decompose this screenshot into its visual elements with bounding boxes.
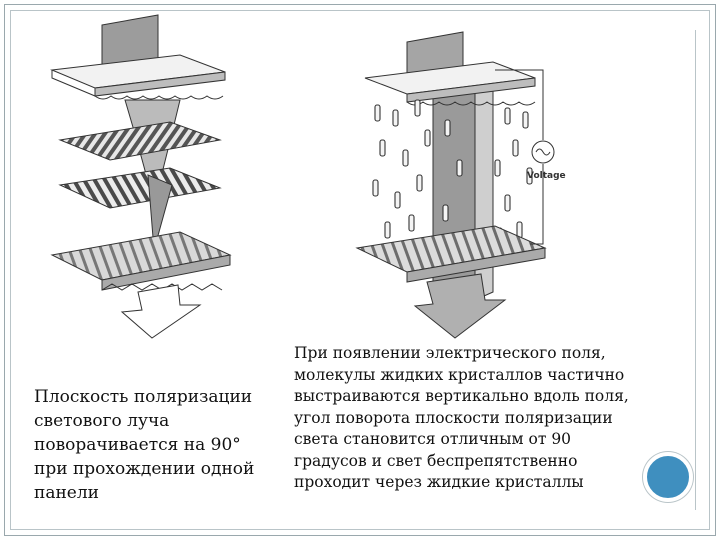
circuit-wire bbox=[495, 69, 544, 140]
frame-side-line bbox=[695, 30, 709, 510]
left-caption-line: Плоскость поляризации bbox=[34, 387, 253, 407]
voltage-label: Voltage bbox=[527, 171, 566, 181]
field-on-diagram: Voltage bbox=[355, 31, 566, 339]
left-caption: Плоскость поляризации светового луча пов… bbox=[34, 385, 274, 505]
right-caption-line: градусов и свет беспрепятственно bbox=[294, 451, 578, 470]
light-arrow-out bbox=[120, 284, 202, 339]
twisted-nematic-diagram bbox=[50, 14, 232, 339]
slide-frame-outer bbox=[4, 4, 716, 536]
slide-accent-dot bbox=[643, 452, 693, 502]
left-caption-line: светового луча bbox=[34, 411, 170, 431]
light-arrow-out bbox=[413, 273, 507, 339]
slide-frame-inner bbox=[10, 10, 710, 530]
right-caption-line: угол поворота плоскости поляризации bbox=[294, 408, 613, 427]
right-caption-line: молекулы жидких кристаллов частично bbox=[294, 365, 625, 384]
liquid-crystal-layer-1 bbox=[58, 121, 222, 161]
right-caption-line: При появлении электрического поля, bbox=[294, 344, 606, 362]
left-caption-line: панели bbox=[34, 483, 99, 503]
right-caption-line: света становится отличным от 90 bbox=[294, 430, 572, 448]
right-caption: При появлении электрического поля, молек… bbox=[294, 343, 636, 494]
right-caption-line: выстраиваются вертикально вдоль поля, bbox=[294, 387, 629, 405]
left-caption-line: при прохождении одной bbox=[34, 459, 255, 479]
right-caption-line: проходит через жидкие кристаллы bbox=[294, 473, 584, 491]
liquid-crystal-layer-2 bbox=[58, 167, 222, 209]
left-caption-line: поворачивается на 90° bbox=[34, 435, 241, 455]
